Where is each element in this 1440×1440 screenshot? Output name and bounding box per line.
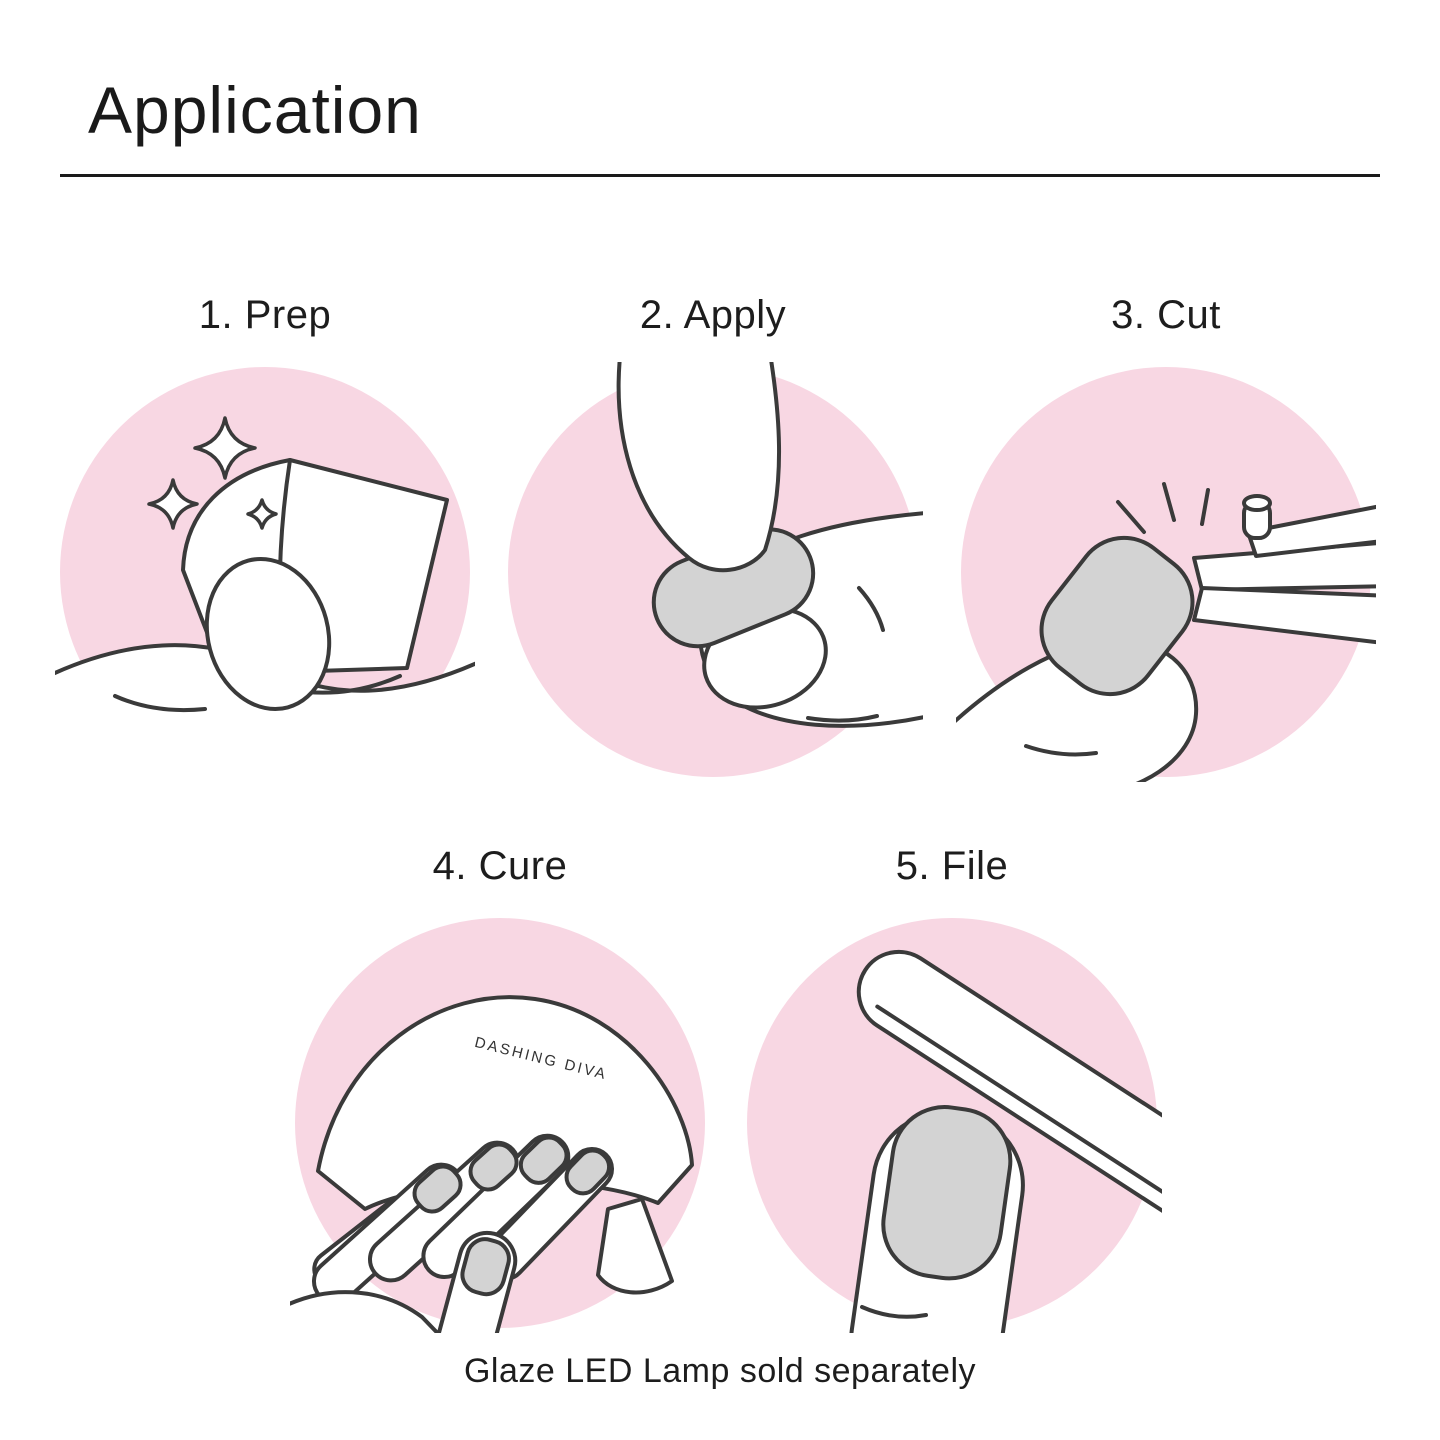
thumb-nail [204,556,332,712]
finger-nail [518,1135,569,1185]
sparkle-icon [147,478,199,530]
step-file-label: 5. File [895,844,1009,888]
clipper-lever [1246,504,1376,558]
cut-illustration [956,367,1376,782]
page-title: Application [88,73,422,147]
finger-crease [305,674,402,695]
finger-crease [806,714,879,723]
step-cut: 3. Cut [956,292,1376,782]
finger-crease [1024,744,1098,757]
step-prep-label: 1. Prep [198,293,332,337]
thumb-nail [881,1105,1013,1281]
step-file: 5. File [742,843,1162,1333]
hand-crease [113,694,207,713]
apply-illustration [508,362,923,777]
cure-illustration: DASHING DIVA [290,918,705,1333]
prep-illustration [55,367,475,782]
clipper-bottom-jaw [1192,586,1376,645]
finger-nail [412,1164,463,1214]
nail-file [856,949,1162,1247]
title-divider [60,174,1380,177]
finger-nail [1039,535,1195,697]
nail-file-edge-line [875,1004,1162,1246]
applying-finger [616,362,782,573]
step-apply-label: 2. Apply [639,293,787,337]
nail-file-body [856,949,1162,1247]
sparkle-icon [193,416,257,480]
clipper-pivot-cap [1242,494,1272,512]
step-apply: 2. Apply [503,292,923,782]
step-cure: 4. Cure DASHING DIVA [290,843,710,1333]
finger-nail [564,1148,612,1196]
clip-emphasis-lines [1116,482,1210,534]
file-illustration [747,918,1162,1333]
thumb-crease [860,1305,928,1319]
palm-shape [290,1290,441,1333]
step-cut-label: 3. Cut [1111,293,1221,337]
sparkle-icon [246,498,278,530]
finger-crease [857,586,885,632]
step-cure-label: 4. Cure [432,844,568,888]
thumb-nail [460,1237,511,1297]
finger-nail [468,1142,519,1192]
step-prep: 1. Prep [55,292,475,782]
footer-note: Glaze LED Lamp sold separately [463,1352,977,1390]
led-lamp-leg [596,1197,674,1295]
